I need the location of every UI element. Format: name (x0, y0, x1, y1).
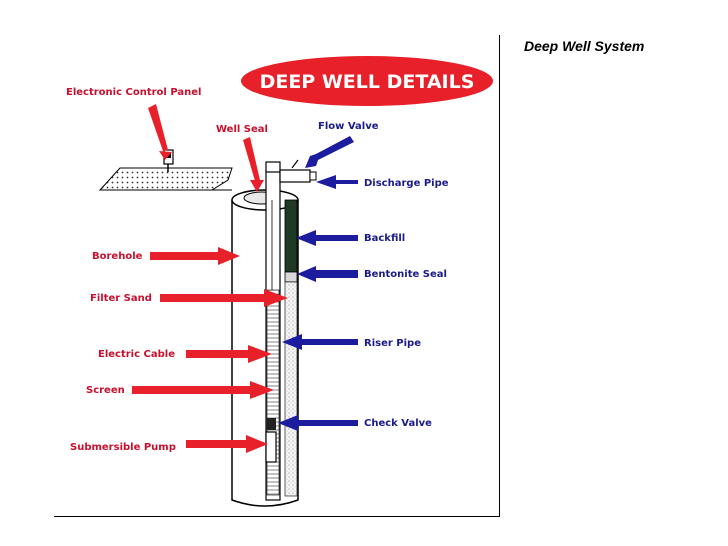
arrow-backfill (296, 230, 358, 246)
banner-text: DEEP WELL DETAILS (260, 71, 475, 93)
arrow-riser-pipe (282, 334, 358, 350)
label-filter-sand: Filter Sand (90, 293, 152, 304)
label-electronic-control-panel: Electronic Control Panel (66, 87, 201, 98)
ground-surface (98, 167, 233, 191)
label-discharge-pipe: Discharge Pipe (364, 178, 449, 189)
arrow-well-seal-head (250, 180, 264, 192)
arrow-electric-cable (186, 345, 272, 363)
filter-sand-column (284, 281, 298, 497)
label-submersible-pump: Submersible Pump (70, 442, 176, 453)
arrow-borehole (150, 247, 240, 265)
arrow-control-panel-head (159, 151, 172, 160)
arrow-submersible-pump (186, 435, 268, 453)
arrow-check-valve (278, 415, 358, 431)
arrow-flow-valve (305, 136, 354, 168)
label-riser-pipe: Riser Pipe (364, 338, 421, 349)
label-borehole: Borehole (92, 251, 143, 262)
arrow-discharge-pipe (316, 175, 358, 189)
arrow-well-seal (243, 137, 260, 181)
label-well-seal: Well Seal (216, 124, 268, 135)
submersible-pump (265, 431, 277, 463)
arrow-screen (132, 381, 274, 399)
check-valve (266, 418, 276, 430)
vertical-divider (499, 35, 500, 517)
label-bentonite-seal: Bentonite Seal (364, 269, 447, 280)
bentonite-seal-band (284, 271, 298, 283)
horizontal-divider (54, 516, 500, 517)
backfill-column (284, 199, 298, 273)
label-electric-cable: Electric Cable (98, 349, 175, 360)
slide-title: Deep Well System (524, 38, 645, 54)
label-backfill: Backfill (364, 233, 405, 244)
banner-ellipse (241, 56, 493, 106)
label-flow-valve: Flow Valve (318, 121, 379, 132)
arrow-control-panel (148, 104, 168, 151)
label-screen: Screen (86, 385, 125, 396)
arrow-filter-sand (160, 289, 288, 307)
discharge-pipe (265, 159, 317, 183)
arrow-bentonite-seal (297, 266, 358, 282)
screen-section (266, 289, 280, 496)
label-check-valve: Check Valve (364, 418, 432, 429)
